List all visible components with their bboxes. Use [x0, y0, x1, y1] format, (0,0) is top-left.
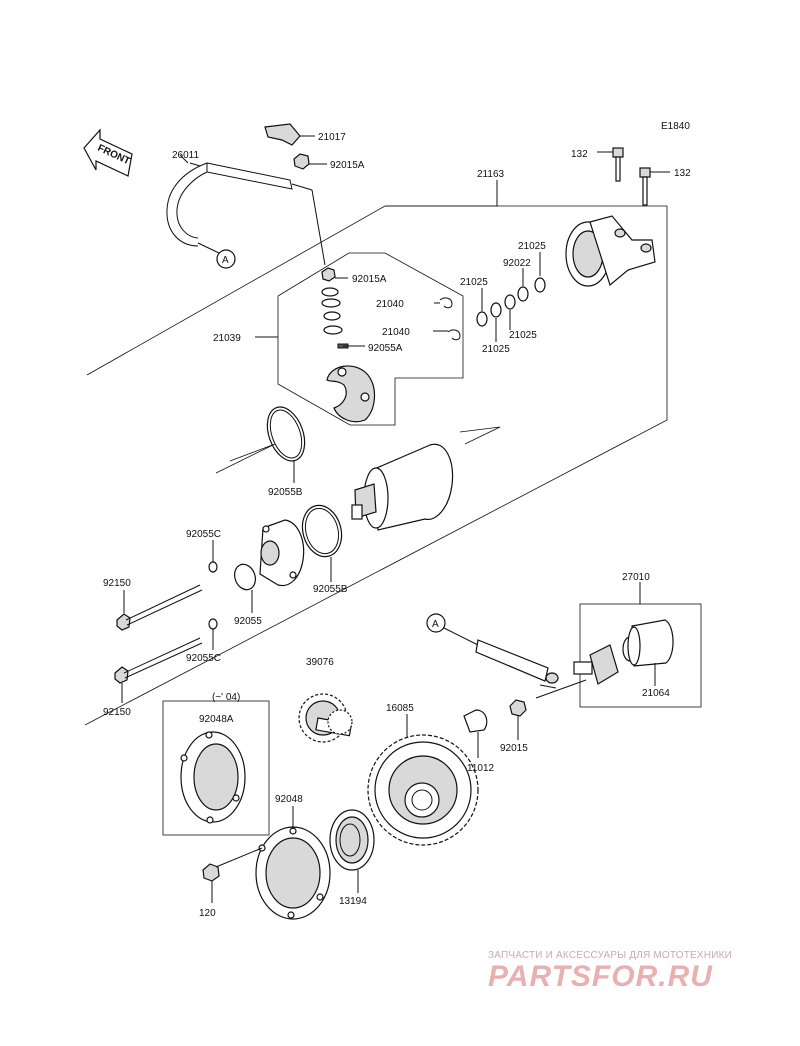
starter-gear-16085: [367, 714, 479, 846]
callout-92048A[interactable]: 92048A: [199, 714, 234, 725]
callout-92015[interactable]: 92015: [500, 743, 528, 754]
brush-group-outline: [277, 252, 464, 426]
callout-92015A-mid[interactable]: 92015A: [352, 274, 387, 285]
callout-92150-bottom[interactable]: 92150: [103, 707, 131, 718]
callout-39076[interactable]: 39076: [306, 657, 334, 668]
starter-motor-body: [351, 426, 501, 531]
callout-21163[interactable]: 21163: [477, 169, 505, 180]
callout-21040-b[interactable]: 21040: [382, 327, 410, 338]
brush-springs-21040: [433, 297, 461, 341]
callout-92150-top[interactable]: 92150: [103, 578, 131, 589]
callout-21025-a[interactable]: 21025: [518, 241, 546, 252]
bolt-92150-bottom: [114, 637, 203, 703]
callout-21040-a[interactable]: 21040: [376, 299, 404, 310]
callout-92055C-bottom[interactable]: 92055C: [186, 653, 221, 664]
one-way-clutch-13194: [329, 809, 375, 893]
plate-92048: [255, 806, 331, 920]
watermark-logo: PARTSFOR.RU: [488, 960, 713, 993]
bolt-132-right: [639, 167, 670, 206]
callout-120[interactable]: 120: [199, 908, 216, 919]
diagram-code: E1840: [661, 121, 690, 132]
o-rings-small: [208, 540, 256, 650]
bolt-92150-top: [116, 584, 203, 631]
callout-21025-c[interactable]: 21025: [509, 330, 537, 341]
assembly-outline: [84, 205, 668, 726]
connector-a-lower: A: [426, 613, 559, 689]
nut-92015A-top: [293, 153, 327, 170]
callout-26011[interactable]: 26011: [172, 150, 200, 161]
brush-holder-parts: [321, 267, 375, 423]
callout-21039[interactable]: 21039: [213, 333, 241, 344]
cable-cap-21017: [264, 123, 315, 146]
front-direction-arrow: FRONT: [83, 128, 133, 177]
bolt-132-left: [597, 147, 624, 182]
cap-11012: [463, 709, 488, 758]
connector-a-top: A: [197, 242, 236, 269]
callout-92055B-left[interactable]: 92055B: [268, 487, 303, 498]
watermark-caption: ЗАПЧАСТИ И АКСЕССУАРЫ ДЛЯ МОТОТЕХНИКИ: [488, 950, 733, 961]
starter-end-cover: [565, 215, 656, 287]
callout-21025-b[interactable]: 21025: [460, 277, 488, 288]
idle-gear-parts: [535, 619, 674, 699]
connector-a-top-label: A: [222, 255, 229, 266]
callout-92055B-right[interactable]: 92055B: [313, 584, 348, 595]
callout-92048[interactable]: 92048: [275, 794, 303, 805]
callout-21017[interactable]: 21017: [318, 132, 346, 143]
callout-04-note: (~' 04): [212, 692, 240, 703]
callout-13194[interactable]: 13194: [339, 896, 367, 907]
callout-132-right[interactable]: 132: [674, 168, 691, 179]
model-year-note-box: [162, 700, 270, 836]
callout-11012[interactable]: 11012: [467, 763, 495, 774]
washer-stack: [476, 252, 546, 342]
connector-a-lower-label: A: [432, 619, 439, 630]
plate-92048A: [180, 731, 246, 824]
callout-92022[interactable]: 92022: [503, 258, 531, 269]
o-ring-92055B-right: [301, 504, 343, 582]
callout-92055C-top[interactable]: 92055C: [186, 529, 221, 540]
callout-92055[interactable]: 92055: [234, 616, 262, 627]
callout-92055A[interactable]: 92055A: [368, 343, 403, 354]
o-ring-92055B-left: [215, 406, 306, 483]
callout-27010[interactable]: 27010: [622, 572, 650, 583]
callout-21064[interactable]: 21064: [642, 688, 670, 699]
callout-21025-d[interactable]: 21025: [482, 344, 510, 355]
starter-front-cover: [259, 519, 305, 587]
callout-132-left[interactable]: 132: [571, 149, 588, 160]
nut-92015: [509, 699, 527, 740]
callout-92015A-top[interactable]: 92015A: [330, 160, 365, 171]
callout-labels: 21017 26011 92015A 21163 132 132 21025 9…: [103, 132, 691, 919]
callout-16085[interactable]: 16085: [386, 703, 414, 714]
leader-lines: [179, 154, 641, 604]
screw-120: [202, 847, 263, 903]
idle-gear-39076: [298, 693, 353, 743]
starter-cable-26011: [166, 162, 326, 266]
